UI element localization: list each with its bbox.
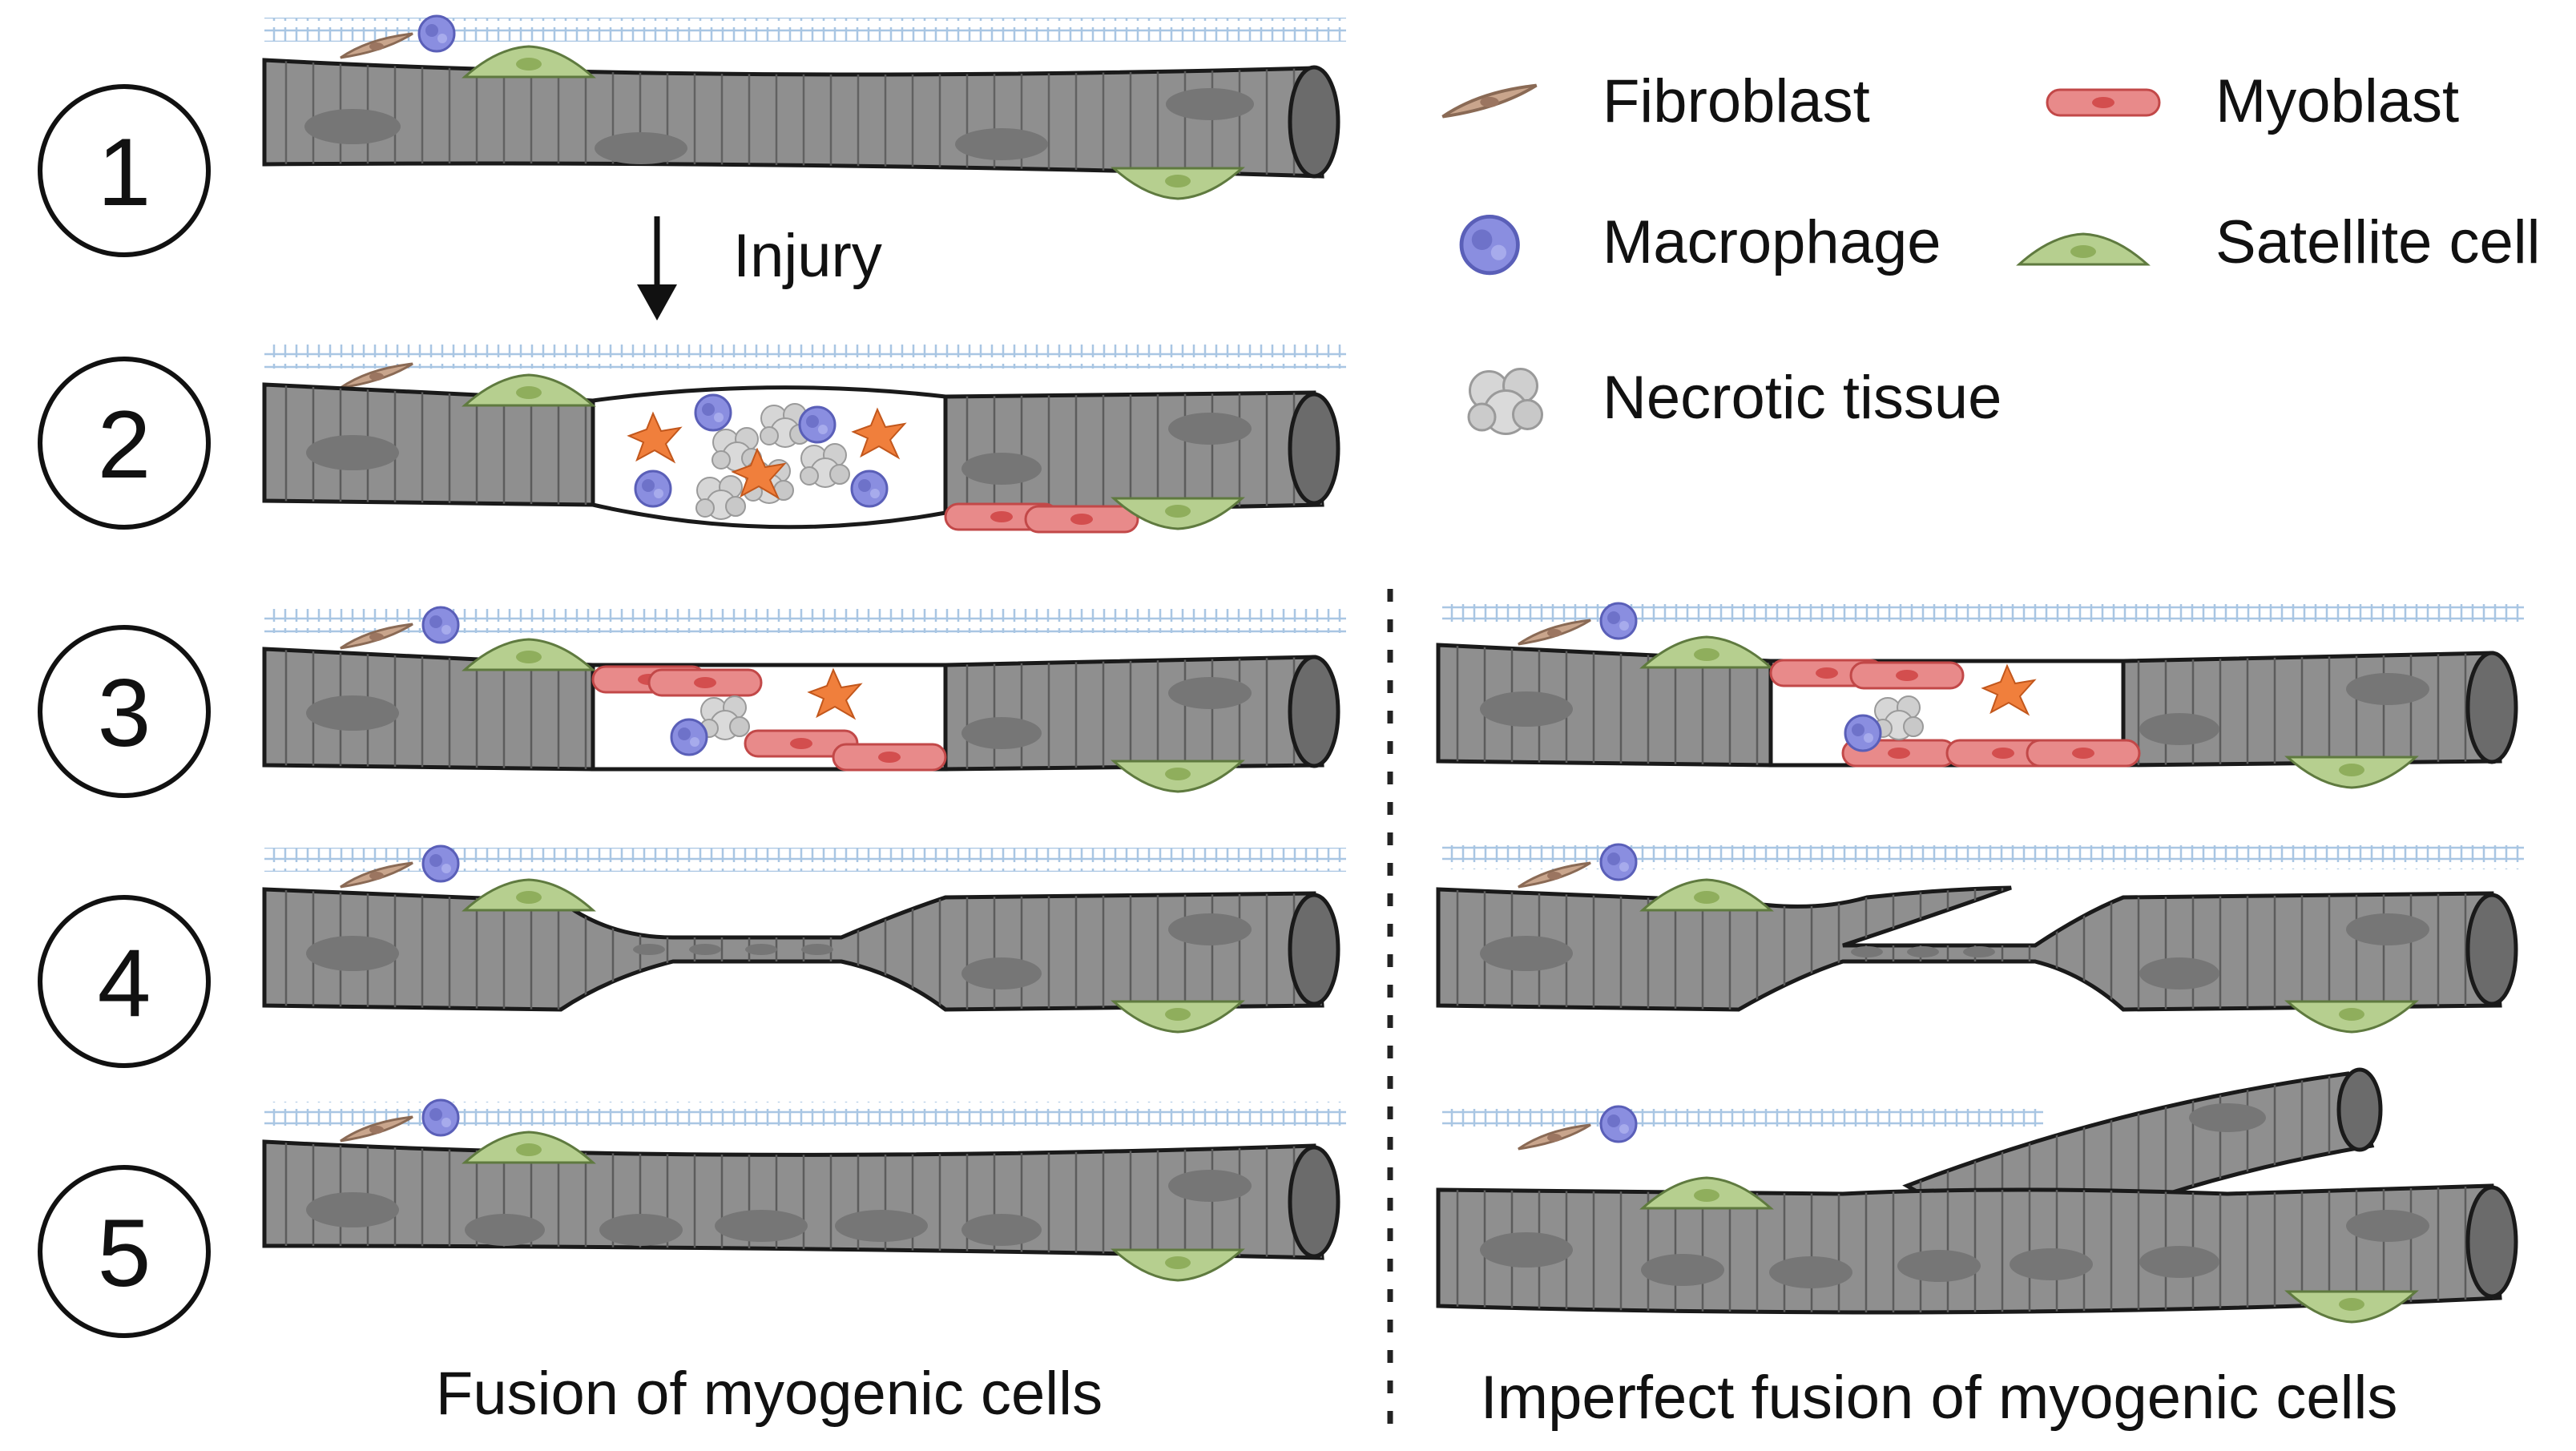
row-4-left-fiber (262, 844, 1346, 1034)
satellite-cell (1112, 167, 1244, 200)
step-3-number: 3 (98, 659, 151, 767)
satellite-cell (1641, 1176, 1772, 1210)
legend-item-macrophage: Macrophage (1461, 208, 1941, 276)
legend-item-myoblast: Myoblast (2046, 67, 2459, 135)
step-2-badge: 2 (38, 357, 211, 530)
row-4-right-fiber (1436, 843, 2524, 1034)
myoblast-cell (2026, 739, 2141, 768)
macrophage-icon (1461, 216, 1518, 272)
satellite-cell (2286, 1000, 2417, 1034)
macrophage-cell (670, 718, 708, 756)
myoblast-icon (2046, 88, 2161, 117)
macrophage-cell (1844, 714, 1882, 752)
legend-label-fibroblast: Fibroblast (1602, 67, 1870, 135)
macrophage-cell (850, 470, 889, 508)
injury-arrow: Injury (637, 216, 882, 320)
legend-item-necrotic-tissue: Necrotic tissue (1467, 364, 2002, 435)
caption-left: Fusion of myogenic cells (436, 1360, 1103, 1428)
extracellular-matrix (264, 345, 1346, 369)
legend-label-macrophage: Macrophage (1602, 208, 1941, 276)
macrophage-cell (1599, 1105, 1638, 1143)
satellite-cell (463, 878, 595, 912)
injury-label: Injury (733, 222, 882, 290)
macrophage-cell (1599, 602, 1638, 640)
macrophage-cell (634, 470, 672, 508)
myoblast-cell (832, 743, 947, 772)
legend-label-satellite-cell: Satellite cell (2215, 208, 2541, 276)
legend-label-myoblast: Myoblast (2215, 67, 2459, 135)
macrophage-cell (694, 393, 732, 432)
macrophage-cell (421, 606, 460, 644)
step-1-badge: 1 (38, 84, 211, 257)
necrotic-tissue (695, 475, 746, 520)
satellite-cell-icon (2018, 232, 2149, 266)
step-2-number: 2 (98, 391, 151, 498)
macrophage-cell (421, 844, 460, 883)
fiber-end (2465, 893, 2518, 1006)
macrophage-cell (1599, 843, 1638, 881)
extracellular-matrix (1442, 1106, 2043, 1130)
macrophage-cell (798, 405, 836, 444)
row-3-left-fiber (262, 606, 1346, 793)
satellite-cell (2286, 1290, 2417, 1324)
satellite-cell (2286, 756, 2417, 789)
myoblast-cell (1024, 505, 1139, 534)
fiber-end (2336, 1067, 2383, 1152)
macrophage-cell (421, 1098, 460, 1137)
satellite-cell (1112, 1248, 1244, 1282)
step-4-badge: 4 (38, 895, 211, 1068)
fiber-end (1288, 1145, 1340, 1259)
fiber-end (1288, 893, 1340, 1006)
legend-label-necrotic-tissue: Necrotic tissue (1602, 364, 2002, 432)
step-5-badge: 5 (38, 1165, 211, 1338)
step-3-badge: 3 (38, 625, 211, 798)
necrotic-tissue (699, 695, 750, 740)
necrotic-tissue-icon (1467, 368, 1543, 435)
legend: Fibroblast Myoblast Macrophage Satellite… (1441, 67, 2541, 435)
satellite-cell (463, 1131, 595, 1164)
row-2-injured-fiber (262, 345, 1346, 534)
legend-item-fibroblast: Fibroblast (1441, 67, 1870, 135)
row-1-intact-fiber (262, 14, 1346, 200)
row-3-right-fiber (1436, 602, 2524, 789)
step-5-number: 5 (98, 1199, 151, 1307)
satellite-cell (1641, 878, 1772, 912)
satellite-cell (463, 45, 595, 79)
row-5-right-fiber (1436, 1067, 2518, 1324)
fiber-end (2465, 1185, 2518, 1299)
satellite-cell (1641, 635, 1772, 669)
macrophage-cell (417, 14, 456, 53)
legend-item-satellite-cell: Satellite cell (2018, 208, 2541, 276)
fiber-end (1288, 65, 1340, 179)
myoblast-cell (647, 668, 763, 697)
step-4-number: 4 (98, 929, 151, 1037)
myoblast-cell (1849, 661, 1965, 690)
step-1-number: 1 (98, 119, 151, 226)
satellite-cell (463, 638, 595, 671)
fiber-end (1288, 655, 1340, 768)
fiber-end (1288, 392, 1340, 506)
row-5-left-fiber (262, 1098, 1346, 1282)
satellite-cell (1112, 1000, 1244, 1034)
satellite-cell (463, 373, 595, 407)
satellite-cell (1112, 760, 1244, 793)
fiber-end (2465, 651, 2518, 764)
necrotic-tissue (800, 443, 850, 488)
fibroblast-icon (1441, 83, 1538, 119)
caption-right: Imperfect fusion of myogenic cells (1481, 1364, 2398, 1432)
